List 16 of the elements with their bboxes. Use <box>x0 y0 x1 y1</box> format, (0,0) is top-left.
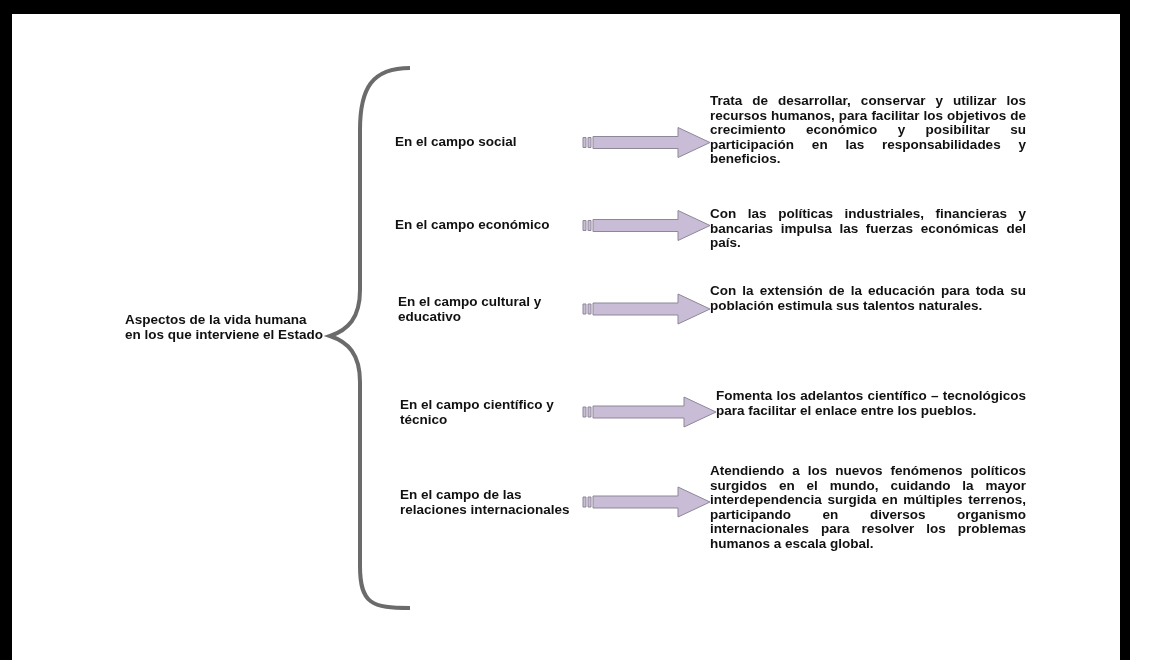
block-arrow <box>582 396 717 428</box>
description-text: Con la extensión de la educación para toda su población estimula sus talentos naturales. <box>710 284 1026 314</box>
topic-text: Aspectos de la vida humana en los que interviene el Estado <box>125 313 325 343</box>
block-arrow <box>582 486 711 518</box>
description-text: Atendiendo a los nuevos fenómenos políticos surgidos en el mundo, cuidando la mayor interdependencia surgida en múltiples terrenos, participando en diversos organismo internacionales para resolver los problemas humanos a escala global. <box>710 464 1026 552</box>
description-text: Trata de desarrollar, conservar y utilizar los recursos humanos, para facilitar los objetivos de crecimiento económico y posibilitar su participación en las responsabilidades y beneficios. <box>710 94 1026 167</box>
category-label: En el campo de las relaciones internacionales <box>400 488 583 518</box>
description-text: Fomenta los adelantos científico – tecnológicos para facilitar el enlace entre los pueblos. <box>716 389 1026 419</box>
description-text: Con las políticas industriales, financieras y bancarias impulsa las fuerzas económicas del país. <box>710 207 1026 251</box>
block-arrow <box>582 293 711 325</box>
category-label: En el campo científico y técnico <box>400 398 583 428</box>
category-label: En el campo cultural y educativo <box>398 295 583 325</box>
block-arrow <box>582 127 711 158</box>
category-label: En el campo social <box>395 135 583 150</box>
category-label: En el campo económico <box>395 218 583 233</box>
block-arrow <box>582 210 711 241</box>
